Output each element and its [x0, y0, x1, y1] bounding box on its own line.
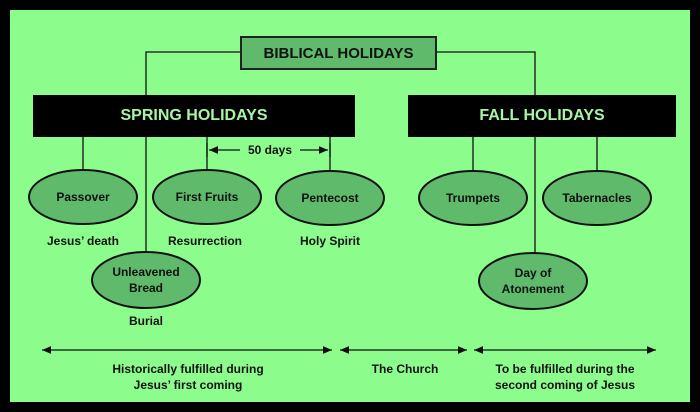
interval-label: 50 days [247, 143, 293, 157]
meaning-first-fruits: Resurrection [167, 234, 243, 248]
timeline-church: The Church [371, 362, 439, 376]
meaning-pentecost: Holy Spirit [299, 234, 361, 248]
spring-holidays-bar: SPRING HOLIDAYS [33, 95, 355, 137]
holiday-day-of-atonement: Day of Atonement [501, 266, 565, 296]
ellipse-day-of-atonement [478, 252, 588, 310]
ellipse-passover [28, 169, 138, 225]
connector-spring [145, 51, 240, 95]
timeline-second-coming: To be fulfilled during the second coming… [494, 362, 636, 392]
title-box: BIBLICAL HOLIDAYS [240, 36, 437, 70]
ellipse-pentecost [275, 170, 385, 226]
ellipse-trumpets [418, 170, 528, 226]
connector-fall [435, 51, 536, 95]
holiday-first-fruits: First Fruits [175, 190, 239, 204]
holiday-unleavened-bread: Unleavened Bread [112, 265, 180, 295]
holiday-pentecost: Pentecost [301, 191, 359, 205]
holiday-passover: Passover [56, 190, 110, 204]
ellipse-unleavened-bread [91, 251, 201, 309]
meaning-passover: Jesus’ death [46, 234, 120, 248]
fall-holidays-bar: FALL HOLIDAYS [408, 95, 676, 137]
timeline-first-coming: Historically fulfilled during Jesus’ fir… [112, 362, 264, 392]
meaning-unleavened-bread: Burial [128, 314, 164, 328]
holiday-trumpets: Trumpets [445, 191, 501, 205]
ellipse-first-fruits [152, 169, 262, 225]
ellipse-tabernacles [542, 170, 652, 226]
holiday-tabernacles: Tabernacles [562, 191, 632, 205]
